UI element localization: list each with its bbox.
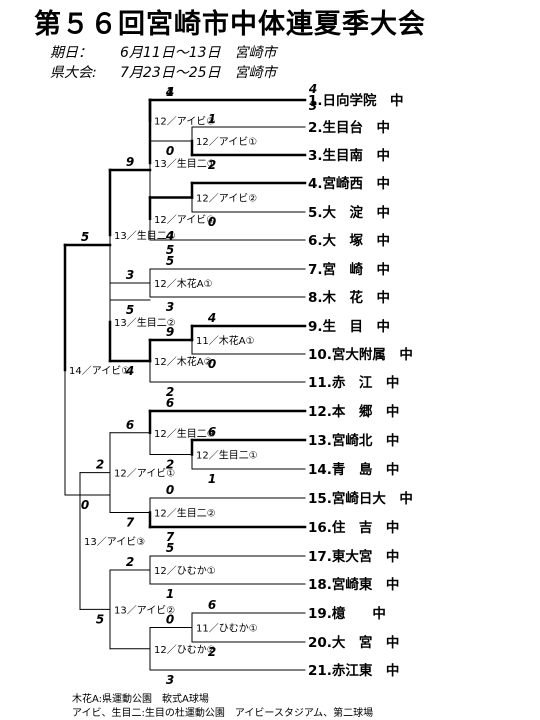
team-name: 6.大 塚 中 — [308, 232, 390, 249]
score-label: 9 — [126, 155, 134, 169]
score-label: 2 — [166, 385, 174, 399]
score-label: 5 — [166, 254, 174, 268]
team-name: 21.赤江東 中 — [308, 662, 399, 679]
team-name: 1.日向学院 中 — [308, 92, 404, 109]
score-label: 1 — [166, 85, 174, 99]
score-label: 1 — [208, 472, 216, 486]
match-label: 11／木花A① — [196, 334, 255, 347]
team1-score-top: 4 — [308, 82, 317, 96]
match-label: 14／アイビ① — [69, 365, 130, 377]
match-label: 13／生目二③ — [114, 229, 176, 242]
score-label: 5 — [166, 243, 174, 257]
score-label: 2 — [166, 458, 174, 472]
schedule-label: 期日： — [50, 45, 92, 61]
match-label: 12／アイビ④ — [154, 214, 215, 226]
score-label: 5 — [166, 541, 174, 555]
score-label: 1 — [208, 112, 216, 126]
match-label: 12／アイビ② — [196, 193, 257, 205]
score-label: 4 — [125, 364, 134, 378]
match-label: 12／生目二① — [196, 449, 258, 462]
score-label: 0 — [208, 215, 216, 229]
score-label: 5 — [81, 230, 89, 244]
team-name: 7.宮 崎 中 — [308, 261, 390, 278]
score-label: 5 — [96, 612, 104, 626]
score-label: 2 — [96, 458, 104, 472]
pref-tournament-label: 県大会: — [50, 65, 97, 81]
match-label: 13／アイビ② — [114, 604, 175, 616]
team-name: 5.大 淀 中 — [308, 204, 390, 221]
match-label: 12／生目二③ — [154, 427, 216, 440]
score-label: 9 — [166, 325, 174, 339]
match-label: 12／アイビ③ — [154, 116, 215, 128]
score-label: 6 — [126, 418, 134, 432]
score-label: 4 — [165, 85, 174, 99]
score-label: 1 — [166, 587, 174, 601]
team-name: 10.宮大附属 中 — [308, 346, 413, 363]
team-name: 4.宮崎西 中 — [308, 175, 390, 192]
footer-venue-1: 木花A:県運動公園 軟式A球場 — [72, 694, 209, 705]
team-name: 16.住 吉 中 — [308, 519, 399, 536]
match-label: 12／アイビ① — [196, 136, 257, 148]
match-label: 11／ひむか① — [196, 623, 258, 635]
team-name: 13.宮崎北 中 — [308, 432, 399, 449]
schedule-value: 6月11日～13日 宮崎市 — [120, 45, 277, 61]
score-label: 2 — [208, 158, 216, 172]
score-label: 0 — [208, 357, 216, 371]
match-label: 13／生目二② — [114, 316, 176, 329]
score-label: 6 — [208, 598, 216, 612]
score-label: 6 — [166, 396, 174, 410]
team-name: 18.宮崎東 中 — [308, 576, 399, 593]
score-label: 7 — [166, 530, 175, 544]
score-label: 2 — [208, 645, 216, 659]
score-label: 4 — [207, 311, 216, 325]
team-name: 3.生目南 中 — [308, 147, 390, 164]
score-label: 0 — [166, 613, 174, 627]
score-label: 3 — [166, 673, 174, 687]
score-label: 0 — [166, 144, 174, 158]
match-label: 12／木花A② — [154, 355, 213, 368]
match-label: 13／生目二① — [154, 157, 216, 170]
match-label: 12／生目二② — [154, 507, 216, 520]
score-label: 0 — [166, 483, 174, 497]
score-label: 5 — [126, 303, 134, 317]
page-title: 第５６回宮崎市中体連夏季大会 — [34, 9, 426, 40]
team1-score-bottom: 3 — [309, 99, 317, 113]
match-label: 12／ひむか② — [154, 644, 216, 656]
score-label: 4 — [165, 229, 174, 243]
score-label: 2 — [126, 555, 134, 569]
team-name: 15.宮崎日大 中 — [308, 490, 413, 507]
score-label: 6 — [208, 425, 216, 439]
score-label: 0 — [81, 498, 89, 512]
match-label: 12／アイビ① — [114, 468, 175, 480]
score-label: 3 — [126, 268, 134, 282]
footer-venue-2: アイビ、生目二:生目の杜運動公園 アイビースタジアム、第二球場 — [72, 708, 374, 719]
score-label: 3 — [166, 300, 174, 314]
score-label: 7 — [126, 516, 135, 530]
match-label: 12／木花A① — [154, 277, 213, 290]
team-name: 19.檍 中 — [308, 605, 386, 622]
match-label: 12／ひむか① — [154, 565, 216, 577]
team-name: 14.青 島 中 — [308, 461, 399, 478]
team-name: 8.木 花 中 — [308, 289, 390, 306]
pref-tournament-value: 7月23日～25日 宮崎市 — [120, 65, 277, 81]
team-name: 12.本 郷 中 — [308, 403, 399, 420]
match-label: 13／アイビ③ — [84, 536, 145, 548]
team-name: 17.東大宮 中 — [308, 548, 399, 565]
team-name: 11.赤 江 中 — [308, 374, 399, 391]
team-name: 20.大 宮 中 — [308, 634, 399, 651]
team-name: 9.生 目 中 — [308, 318, 390, 335]
team-name: 2.生目台 中 — [308, 119, 390, 136]
